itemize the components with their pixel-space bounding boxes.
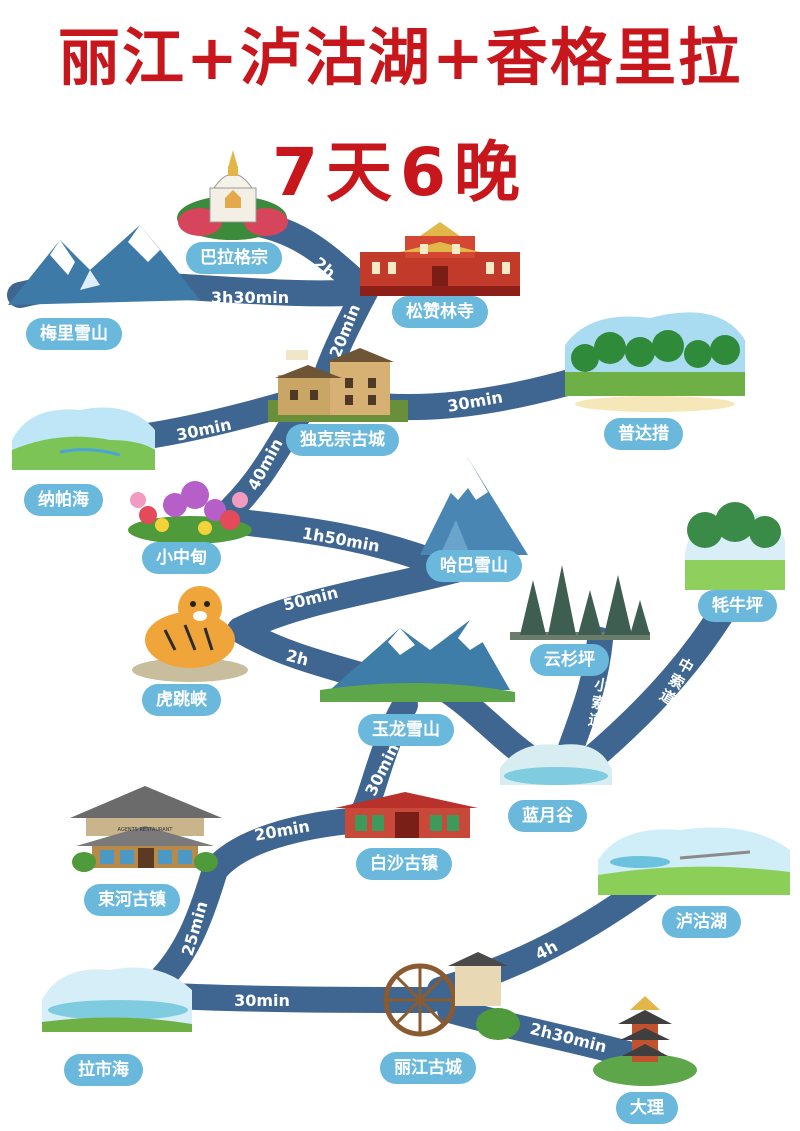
title-line-2: 7天6晚 [272,134,528,211]
place-label-hutiaoxia: 虎跳峡 [142,684,221,716]
yunshanping-spruce-illustration [510,565,650,640]
place-label-napahai: 纳帕海 [24,484,103,516]
yulong-mountain-illustration [320,620,515,702]
place-label-lijiang: 丽江古城 [380,1052,476,1084]
route-label-small-cable: 小索道 [587,675,611,731]
title-line-1: 丽江+泸沽湖+香格里拉 [58,21,742,94]
place-label-luguhu: 泸沽湖 [662,906,741,938]
place-label-songzanlin: 松赞林寺 [392,296,488,328]
lanyuegu-lake-illustration [500,744,612,785]
place-label-dukezong: 独克宗古城 [286,424,399,456]
luguhu-lake-illustration [598,827,790,895]
dukezong-town-illustration [268,348,408,422]
place-label-pudacuo: 普达措 [604,418,683,450]
place-label-xiaozhongdian: 小中甸 [142,542,221,574]
place-label-baisha: 白沙古镇 [356,848,452,880]
place-label-yunshanping: 云杉坪 [530,644,609,676]
route-label-lashihai-lijiang: 30min [234,991,290,1010]
meili-mountain-illustration [8,225,200,305]
shuhe-town-illustration: AGENTS RESTAURANT [70,786,222,872]
place-label-dali: 大理 [616,1092,678,1124]
route-label-meili-songzanlin: 3h30min [211,288,289,307]
pudacuo-forest-illustration [565,312,745,412]
place-label-meili: 梅里雪山 [26,318,122,350]
lijiang-town-illustration [383,952,520,1040]
place-label-balage: 巴拉格宗 [186,242,282,274]
route-label-hutiaoxia-yulong: 2h [284,646,310,670]
songzanlin-monastery-illustration [360,222,520,296]
place-label-lanyuegu: 蓝月谷 [508,800,587,832]
baisha-town-illustration [335,792,478,838]
xiaozhongdian-flowers-illustration [128,481,252,544]
balage-stupa-illustration [177,150,288,240]
napahai-grassland-illustration [12,407,155,470]
haba-mountain-illustration [420,458,528,555]
place-label-lashihai: 拉市海 [64,1054,143,1086]
place-label-maoniuping: 牦牛坪 [698,590,777,622]
shuhe-sign: AGENTS RESTAURANT [118,827,174,833]
route-lijiang-dali [437,997,663,1073]
dali-pagoda-illustration [593,996,697,1086]
route-haba-hutiaoxia [227,557,468,643]
place-label-shuhe: 束河古镇 [84,884,180,916]
lashihai-lake-illustration [42,967,192,1032]
maoniuping-meadow-illustration [685,502,785,590]
place-label-yulong: 玉龙雪山 [358,714,454,746]
place-label-haba: 哈巴雪山 [426,550,522,582]
cable-labels: 小索道 中索道 [587,655,697,731]
tiger-illustration [132,586,248,682]
route-baisha-shuhe [202,807,373,883]
